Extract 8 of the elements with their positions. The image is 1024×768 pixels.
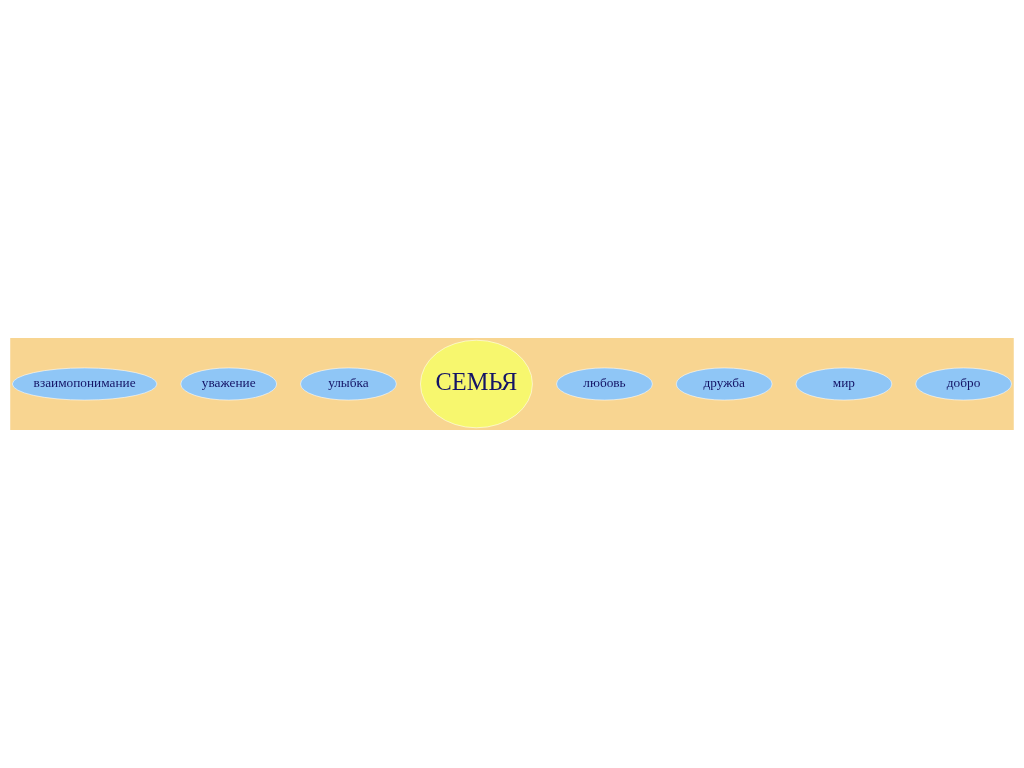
node-ellipse: СЕМЬЯ	[420, 339, 533, 429]
node-ellipse: добро	[915, 367, 1012, 401]
node-ellipse: уважение	[180, 367, 277, 401]
node-ellipse: взаимопонимание	[12, 367, 158, 401]
node-ellipse: дружба	[675, 367, 773, 401]
node-ellipse: мир	[795, 367, 893, 401]
node-ellipse: любовь	[556, 367, 653, 401]
node-ellipse: улыбка	[300, 367, 397, 401]
